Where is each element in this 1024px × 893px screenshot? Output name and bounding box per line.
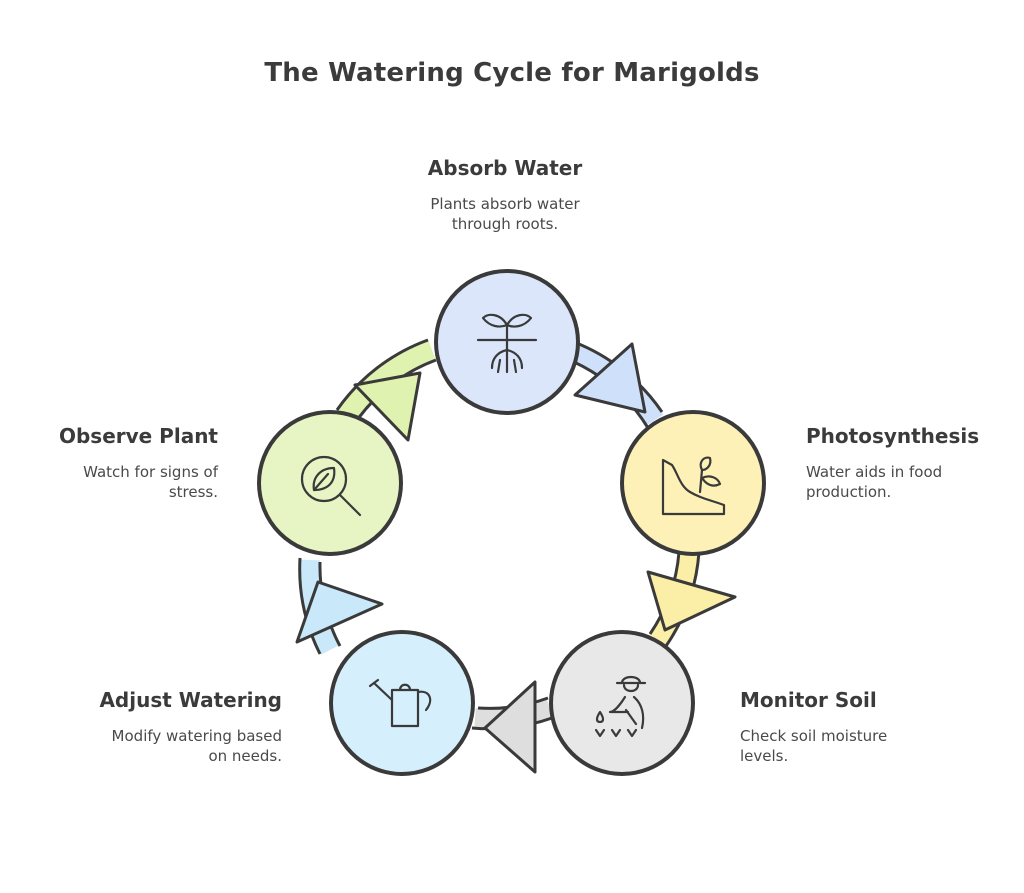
step-heading: Observe Plant [58, 424, 218, 448]
step-heading: Absorb Water [427, 156, 583, 180]
arrowhead-to-photosynthesis [573, 342, 647, 414]
step-label-photosynthesis: Photosynthesis Water aids in food produc… [806, 424, 1016, 502]
seedling-roots-icon [476, 313, 538, 374]
step-heading: Adjust Watering [99, 688, 282, 712]
step-label-adjust-watering: Adjust Watering Modify watering based on… [20, 688, 282, 766]
step-heading: Monitor Soil [740, 688, 877, 712]
step-label-absorb-water: Absorb Water Plants absorb water through… [355, 156, 655, 234]
step-description: Plants absorb water through roots. [430, 195, 580, 233]
step-description: Watch for signs of stress. [83, 463, 218, 501]
arrowhead-to-adjust-watering [483, 680, 537, 774]
ring-segment-observe-to-absorb [336, 340, 436, 424]
watering-can-icon [368, 678, 432, 728]
step-circle-photosynthesis [620, 410, 766, 556]
cycle-arrowheads [295, 342, 737, 774]
gardener-planting-icon [594, 675, 647, 738]
step-description: Water aids in food production. [806, 463, 943, 501]
step-description: Modify watering based on needs. [111, 727, 282, 765]
step-label-monitor-soil: Monitor Soil Check soil moisture levels. [740, 688, 1000, 766]
step-description: Check soil moisture levels. [740, 727, 888, 765]
plant-growth-icon [661, 456, 726, 516]
arrowhead-to-absorb-water [353, 371, 422, 442]
step-label-observe-plant: Observe Plant Watch for signs of stress. [20, 424, 218, 502]
arrowhead-to-monitor-soil [646, 570, 737, 632]
leaf-magnifier-icon [300, 455, 362, 517]
arrowhead-to-observe-plant [295, 580, 384, 644]
step-circle-adjust-watering [329, 630, 475, 776]
step-heading: Photosynthesis [806, 424, 980, 448]
diagram-title: The Watering Cycle for Marigolds [264, 58, 760, 88]
